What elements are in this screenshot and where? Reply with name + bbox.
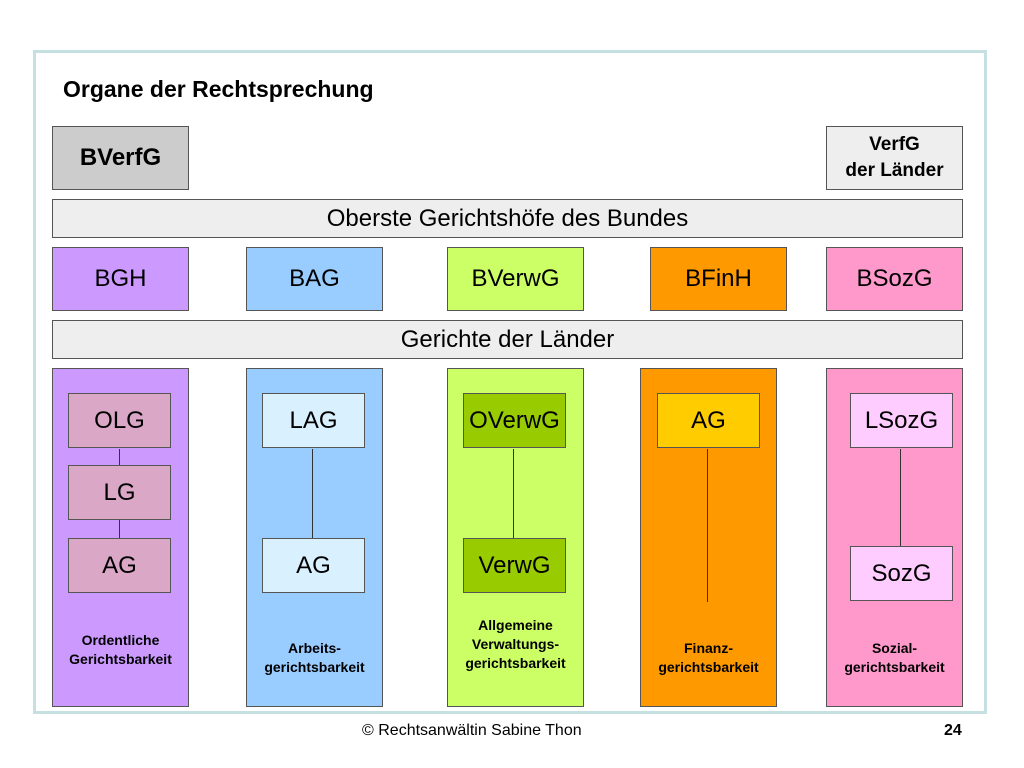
court-label: AG	[296, 551, 331, 579]
court-label: AG	[691, 406, 726, 434]
court-label: LG	[103, 478, 136, 506]
federal-courts-band: Oberste Gerichtshöfe des Bundes	[52, 199, 963, 238]
federal-court-bsozg: BSozG	[826, 247, 963, 311]
connector-line	[513, 449, 514, 539]
column-label-line: gerichtsbarkeit	[264, 659, 365, 675]
verfg-label-line1: VerfG	[869, 134, 920, 155]
verfg-laender-box: VerfG der Länder	[826, 126, 963, 190]
court-lsozg: LSozG	[850, 393, 953, 448]
federal-court-label: BVerwG	[471, 265, 560, 292]
court-verwg: VerwG	[463, 538, 566, 593]
column-label-line: gerichtsbarkeit	[465, 655, 566, 671]
column-label: Sozial- gerichtsbarkeit	[827, 639, 962, 677]
federal-court-bfinh: BFinH	[650, 247, 787, 311]
column-label-line: Finanz-	[684, 640, 733, 656]
federal-court-label: BSozG	[856, 265, 933, 292]
column-label-line: Verwaltungs-	[471, 636, 560, 652]
slide-frame	[33, 50, 987, 714]
column-label-line: gerichtsbarkeit	[844, 659, 945, 675]
connector-line	[312, 449, 313, 539]
column-sozial: LSozG SozG Sozial- gerichtsbarkeit	[826, 368, 963, 707]
connector-line	[900, 449, 901, 546]
footer-copyright: © Rechtsanwältin Sabine Thon	[362, 722, 582, 739]
column-label-line: Gerichtsbarkeit	[69, 651, 172, 667]
court-ag-arbeit: AG	[262, 538, 365, 593]
bverfg-box: BVerfG	[52, 126, 189, 190]
court-label: AG	[102, 551, 137, 579]
column-finanz: AG Finanz- gerichtsbarkeit	[640, 368, 777, 707]
court-overwg: OVerwG	[463, 393, 566, 448]
court-label: OVerwG	[469, 406, 560, 434]
federal-court-label: BAG	[289, 265, 340, 292]
column-label-line: Allgemeine	[478, 617, 553, 633]
court-sozg: SozG	[850, 546, 953, 601]
federal-court-label: BFinH	[685, 265, 752, 292]
court-lag: LAG	[262, 393, 365, 448]
column-label-line: Arbeits-	[288, 640, 341, 656]
federal-court-bverwg: BVerwG	[447, 247, 584, 311]
court-lg: LG	[68, 465, 171, 520]
federal-band-label: Oberste Gerichtshöfe des Bundes	[326, 204, 689, 232]
bverfg-label: BVerfG	[79, 144, 162, 171]
column-verwaltung: OVerwG VerwG Allgemeine Verwaltungs- ger…	[447, 368, 584, 707]
column-label-line: Ordentliche	[81, 632, 160, 648]
court-label: SozG	[871, 559, 932, 587]
federal-court-bgh: BGH	[52, 247, 189, 311]
court-ag: AG	[68, 538, 171, 593]
column-ordentliche: OLG LG AG Ordentliche Gerichtsbarkeit	[52, 368, 189, 707]
court-ag-finanz: AG	[657, 393, 760, 448]
column-label: Finanz- gerichtsbarkeit	[641, 639, 776, 677]
federal-court-label: BGH	[94, 265, 147, 292]
column-label-line: gerichtsbarkeit	[658, 659, 759, 675]
column-label: Arbeits- gerichtsbarkeit	[247, 639, 382, 677]
slide-title: Organe der Rechtsprechung	[63, 76, 374, 102]
connector-line	[707, 449, 708, 602]
verfg-label-line2: der Länder	[845, 160, 944, 181]
footer-page-number: 24	[944, 722, 962, 739]
court-label: LAG	[289, 406, 338, 434]
column-label: Allgemeine Verwaltungs- gerichtsbarkeit	[448, 616, 583, 673]
court-label: OLG	[94, 406, 145, 434]
column-label: Ordentliche Gerichtsbarkeit	[53, 631, 188, 669]
state-courts-band: Gerichte der Länder	[52, 320, 963, 359]
column-arbeits: LAG AG Arbeits- gerichtsbarkeit	[246, 368, 383, 707]
court-olg: OLG	[68, 393, 171, 448]
court-label: VerwG	[478, 551, 551, 579]
court-label: LSozG	[864, 406, 939, 434]
column-label-line: Sozial-	[871, 640, 918, 656]
federal-court-bag: BAG	[246, 247, 383, 311]
state-band-label: Gerichte der Länder	[400, 325, 615, 353]
